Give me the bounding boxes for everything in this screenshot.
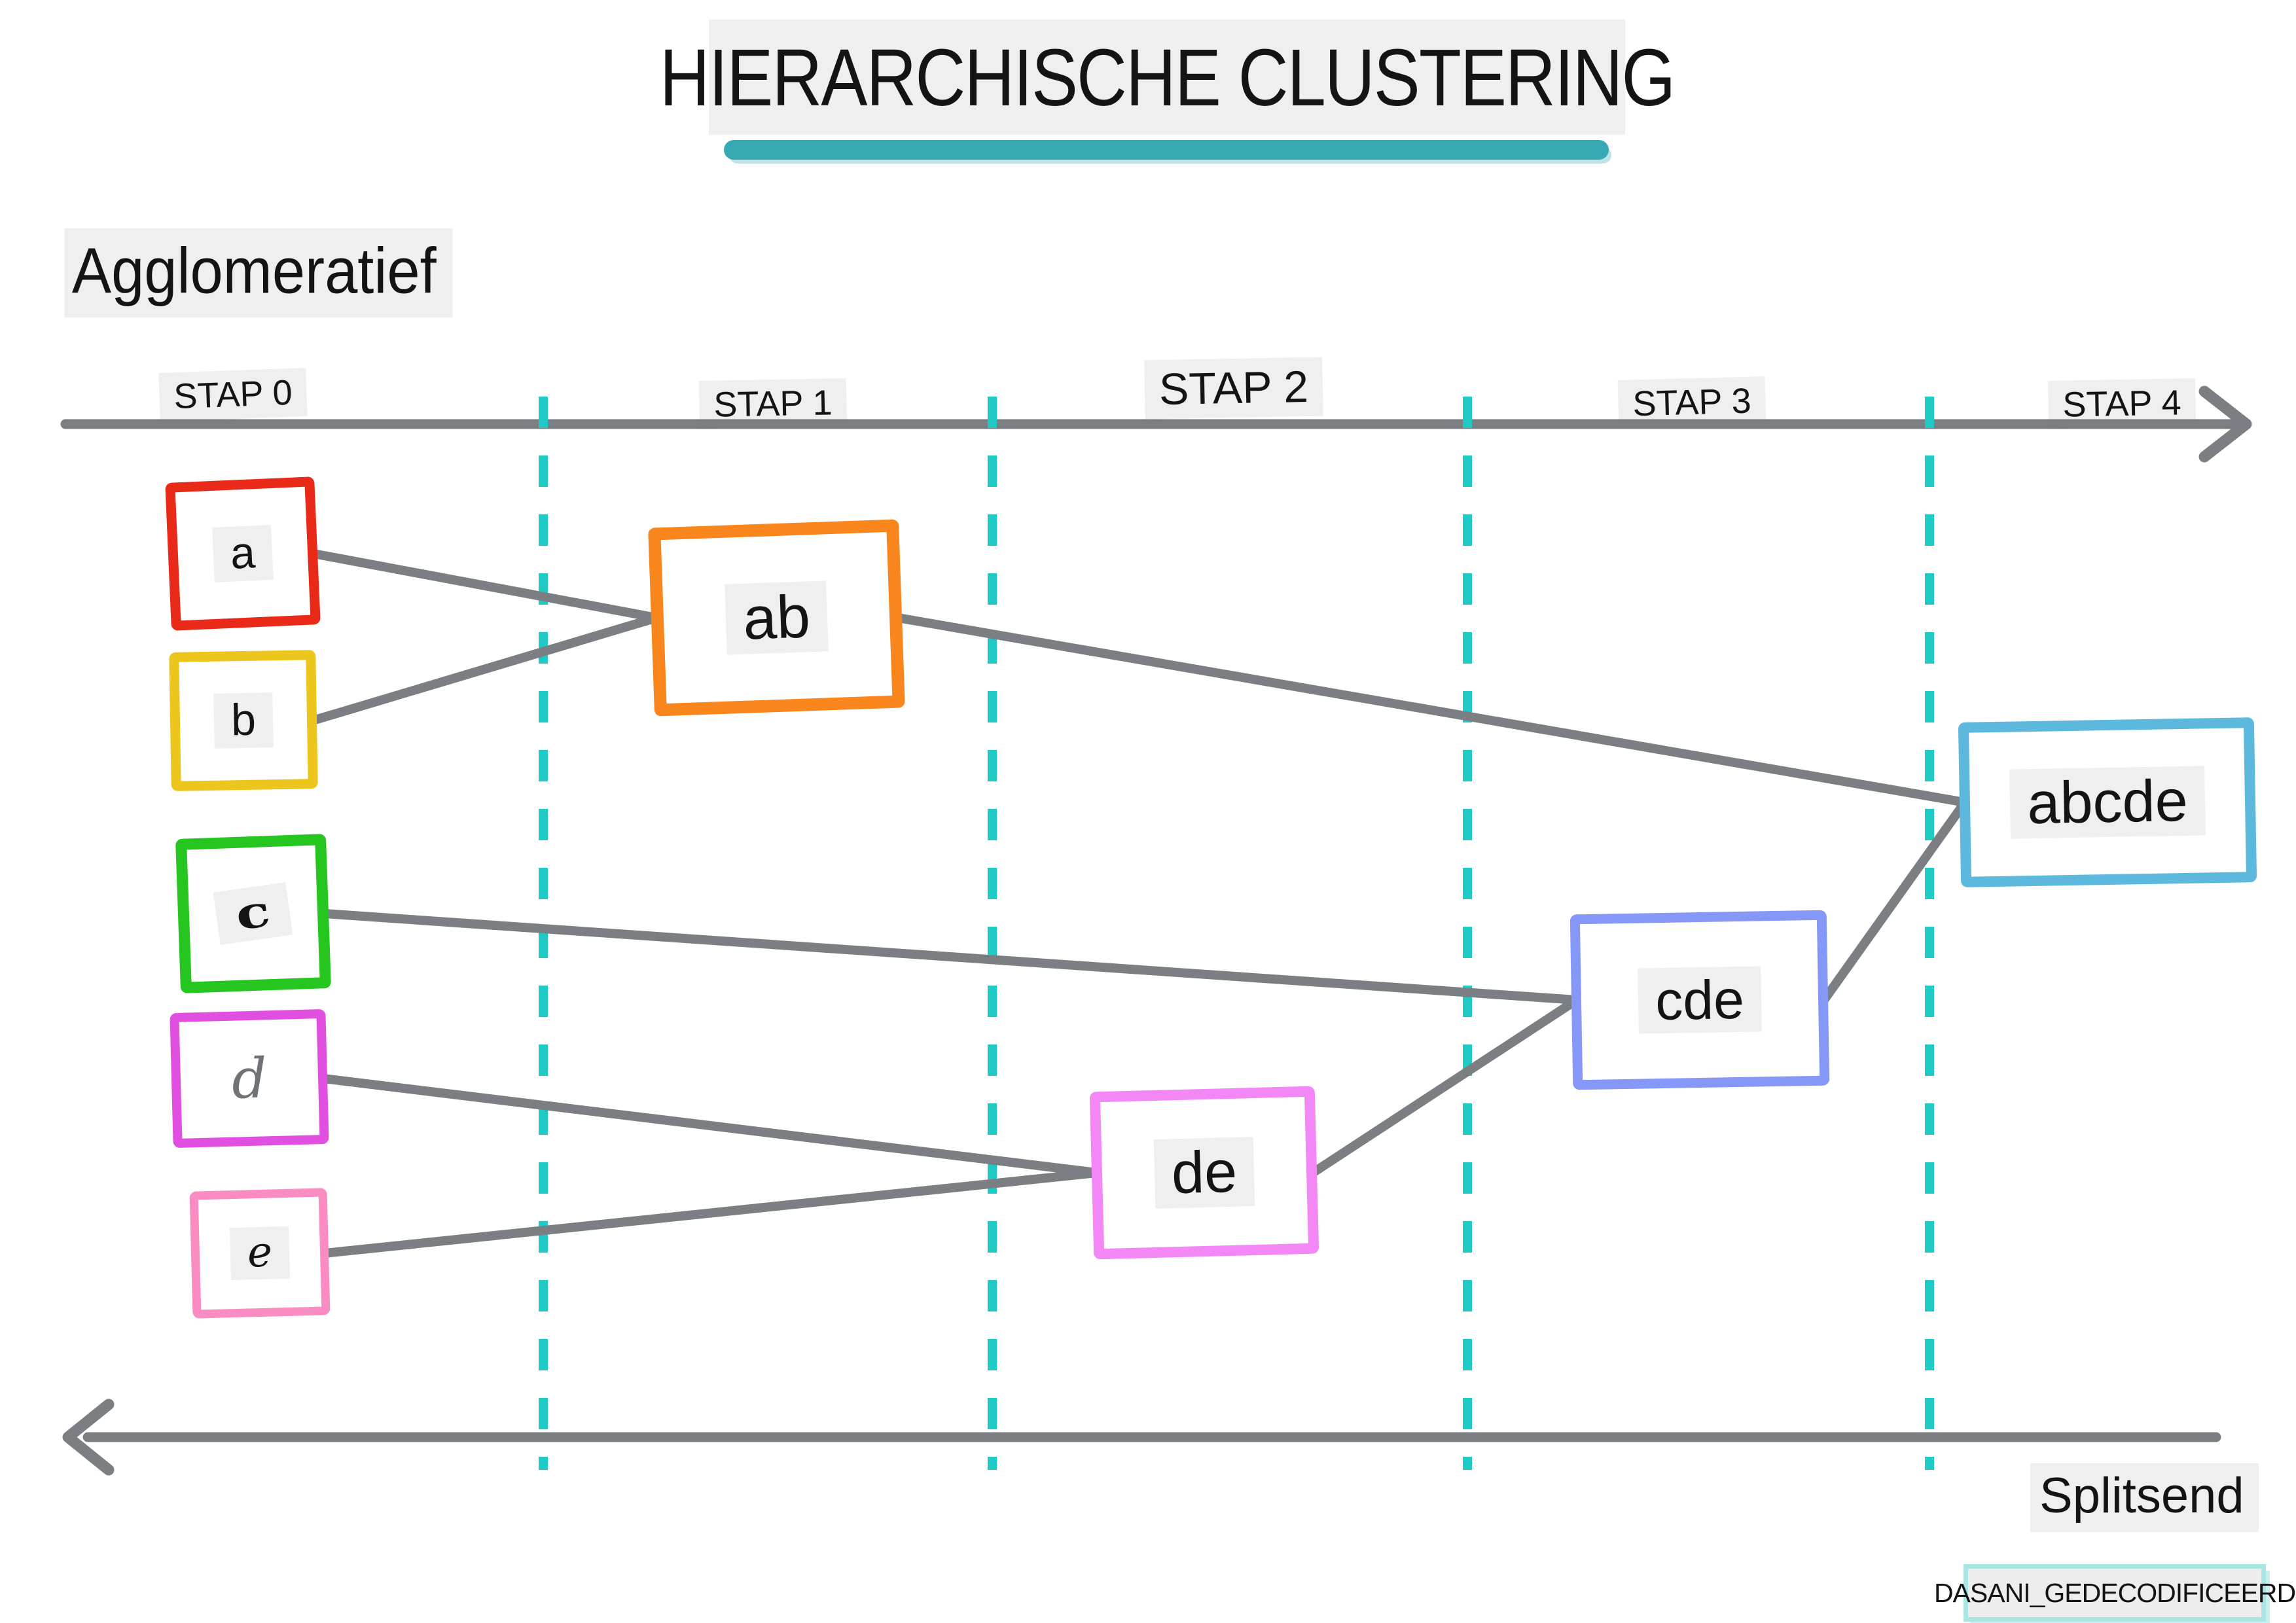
watermark-box: DASANI_GEDECODIFICEERD	[1934, 1564, 2296, 1622]
cluster-label: cde	[1638, 966, 1762, 1034]
cluster-label: c	[213, 882, 293, 945]
cluster-node-cde: cde	[1570, 910, 1830, 1090]
cluster-label: d	[230, 1046, 268, 1111]
merge-connector-a-ab	[309, 549, 661, 622]
page-title-text: HIERARCHISCHE CLUSTERING	[659, 32, 1676, 122]
cluster-label: b	[213, 692, 274, 749]
merge-connectors	[308, 549, 1969, 1258]
cluster-node-b: b	[169, 650, 318, 791]
merge-connector-e-de	[320, 1168, 1102, 1258]
merge-connector-c-cde	[320, 909, 1581, 1005]
merge-connector-de-cde	[1308, 995, 1581, 1177]
merge-connector-d-de	[319, 1074, 1102, 1177]
cluster-label: e	[230, 1226, 290, 1280]
cluster-label: ab	[725, 580, 829, 655]
cluster-label: de	[1153, 1136, 1255, 1209]
agglomerative-label: Agglomeratief	[64, 228, 453, 318]
cluster-node-a: a	[165, 476, 321, 631]
merge-connector-cde-abcde	[1820, 798, 1969, 1005]
cluster-node-e: e	[189, 1188, 331, 1319]
cluster-label: abcde	[2009, 766, 2206, 839]
cluster-node-c: c	[175, 834, 332, 993]
cluster-node-de: de	[1089, 1086, 1319, 1260]
title-underline	[724, 140, 1609, 160]
cluster-node-abcde: abcde	[1958, 717, 2257, 887]
bottom-timeline-arrowhead-icon	[62, 1399, 115, 1476]
merge-connector-ab-abcde	[893, 613, 1969, 807]
cluster-label: a	[212, 525, 274, 582]
top-timeline-arrowhead-icon	[2198, 385, 2252, 463]
cluster-node-ab: ab	[648, 519, 905, 717]
divisive-label: Splitsend	[2030, 1463, 2259, 1532]
page-title: HIERARCHISCHE CLUSTERING	[660, 20, 1676, 135]
merge-connector-b-ab	[308, 613, 661, 725]
cluster-node-d: d	[170, 1008, 329, 1149]
